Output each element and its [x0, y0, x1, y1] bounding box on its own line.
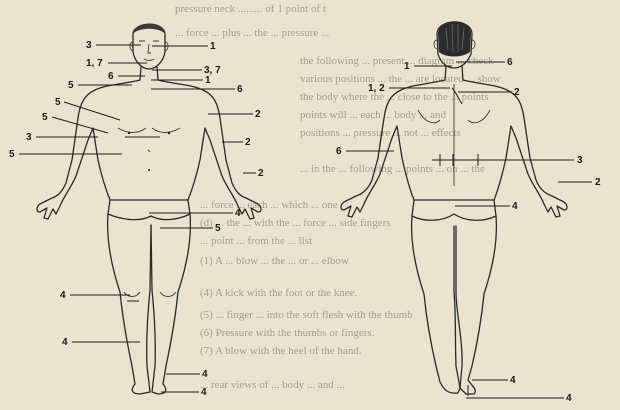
bg-line: (1) A ... blow ... the ... or ... elbow [200, 255, 349, 267]
label-front: 1, 7 [86, 58, 103, 69]
label-front: 6 [237, 84, 243, 95]
label-back: 4 [566, 393, 572, 404]
label-front: 2 [258, 168, 264, 179]
label-front: 4 [202, 369, 208, 380]
bg-line: ... point ... from the ... list [200, 235, 312, 247]
label-front: 4 [235, 208, 241, 219]
label-back: 2 [514, 87, 520, 98]
label-front: 6 [108, 71, 114, 82]
label-front: 5 [9, 149, 15, 160]
label-front: 3 [26, 132, 32, 143]
label-front: 2 [245, 137, 251, 148]
bg-line: (4) A kick with the foot or the knee. [200, 287, 358, 299]
bg-line: (5) ... finger ... into the soft flesh w… [200, 309, 413, 321]
label-back: 1 [404, 61, 410, 72]
background-print: pressure neck ......... of 1 point of t … [175, 3, 501, 391]
label-front: 2 [255, 109, 261, 120]
label-back: 2 [595, 177, 601, 188]
label-back: 4 [510, 375, 516, 386]
label-front: 5 [55, 97, 61, 108]
label-front: 1 [210, 41, 216, 52]
label-front: 5 [215, 223, 221, 234]
label-front: 4 [60, 290, 66, 301]
bg-line: the following ... present ... diagram ..… [300, 55, 494, 67]
bg-line: ... force ... each ... which ... one [200, 199, 338, 211]
bg-line: various positions ... the ... are locate… [300, 73, 501, 85]
label-back: 6 [507, 57, 513, 68]
bg-line: (6) Pressure with the thumbs or fingers. [200, 327, 375, 339]
bg-line: ... in the ... following ... points ... … [300, 163, 485, 175]
bg-line: (d) ... the ... with the ... force ... s… [200, 217, 391, 229]
label-front: 5 [42, 112, 48, 123]
bg-line: (7) A blow with the heel of the hand. [200, 345, 362, 357]
bg-line: pressure neck ......... of 1 point of t [175, 3, 326, 15]
label-back: 4 [512, 201, 518, 212]
label-front: 5 [68, 80, 74, 91]
label-front: 4 [201, 387, 207, 398]
bg-line: positions ... pressure ... not ... effec… [300, 127, 461, 139]
bg-line: ... force ... plus ... the ... pressure … [175, 27, 330, 39]
label-back: 6 [336, 146, 342, 157]
label-front: 4 [62, 337, 68, 348]
label-front: 1 [205, 75, 211, 86]
label-back: 3 [577, 155, 583, 166]
label-front: 3 [86, 40, 92, 51]
bg-line: ... rear views of ... body ... and ... [200, 379, 345, 391]
label-back: 1, 2 [368, 83, 385, 94]
